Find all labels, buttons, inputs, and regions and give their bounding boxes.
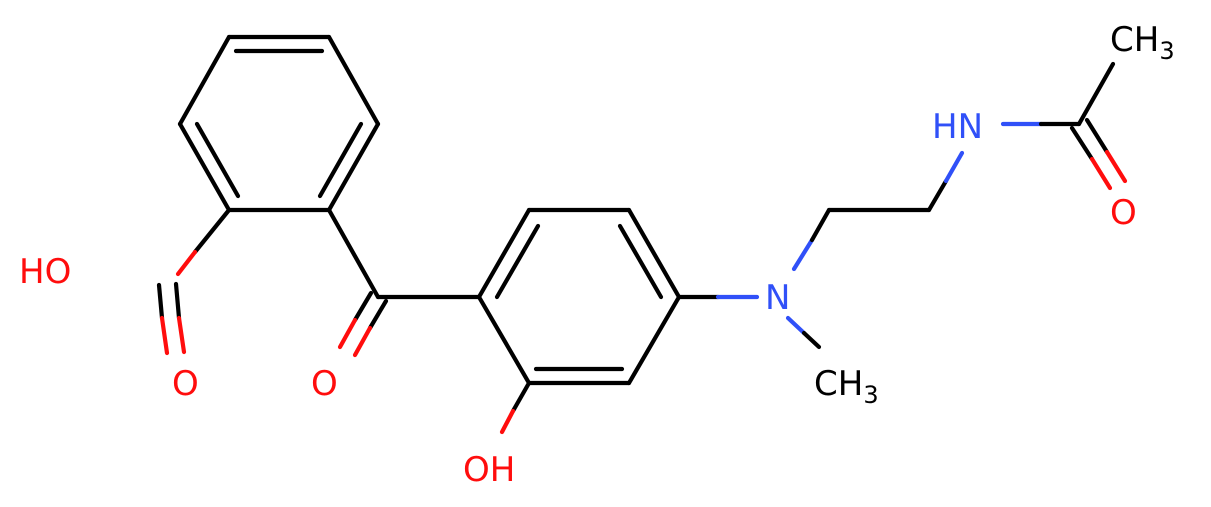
bond xyxy=(1104,149,1128,184)
bond xyxy=(476,294,532,386)
bond xyxy=(476,207,532,300)
bond xyxy=(1076,61,1116,127)
inner-double-bond xyxy=(617,223,664,300)
bond xyxy=(367,298,389,331)
bond xyxy=(173,281,182,321)
amide-o-label: O xyxy=(1110,193,1137,233)
n-methyl-label: CH3 xyxy=(814,364,879,409)
bond xyxy=(175,249,198,277)
acetamide-group: HN CH3 O xyxy=(932,20,1175,233)
bond xyxy=(156,282,165,321)
bond xyxy=(177,121,232,213)
inner-double-bond xyxy=(494,223,541,300)
bond xyxy=(159,315,170,356)
bond xyxy=(809,207,832,243)
bond xyxy=(1069,125,1095,162)
phenol-oh-group: OH xyxy=(463,380,532,490)
bond xyxy=(943,150,965,184)
bond xyxy=(177,34,232,127)
bond xyxy=(1089,156,1113,191)
bond xyxy=(176,315,187,355)
bond xyxy=(801,330,822,350)
bond xyxy=(926,178,949,213)
bond xyxy=(352,325,373,358)
bond xyxy=(326,121,381,213)
carboxyl-o-label: O xyxy=(172,364,199,404)
bond xyxy=(791,237,815,272)
bond xyxy=(626,207,682,300)
acetyl-methyl-label: CH3 xyxy=(1110,20,1175,65)
phenol-ring xyxy=(476,207,682,386)
amine-group: N CH3 xyxy=(676,207,879,409)
amide-nh-label: HN xyxy=(932,107,983,147)
ethyl-linker xyxy=(826,150,965,213)
bond xyxy=(192,207,232,255)
bond xyxy=(326,34,381,127)
bond xyxy=(352,290,374,323)
bond xyxy=(626,294,682,386)
phenol-oh-label: OH xyxy=(463,450,515,490)
carboxyl-oh-label: HO xyxy=(19,252,71,292)
bond xyxy=(785,315,807,336)
bond xyxy=(337,317,358,350)
inner-double-bond xyxy=(317,121,364,199)
bond xyxy=(326,207,381,300)
ketone-group: O xyxy=(311,207,482,404)
bond xyxy=(499,408,516,435)
inner-double-bond xyxy=(194,121,241,199)
benzoic-acid-ring xyxy=(177,34,381,213)
bond xyxy=(1084,117,1110,155)
amine-n-label: N xyxy=(765,278,790,318)
bond xyxy=(510,380,532,414)
carboxylic-acid-group: HO O xyxy=(19,207,232,404)
ketone-o-label: O xyxy=(311,364,338,404)
